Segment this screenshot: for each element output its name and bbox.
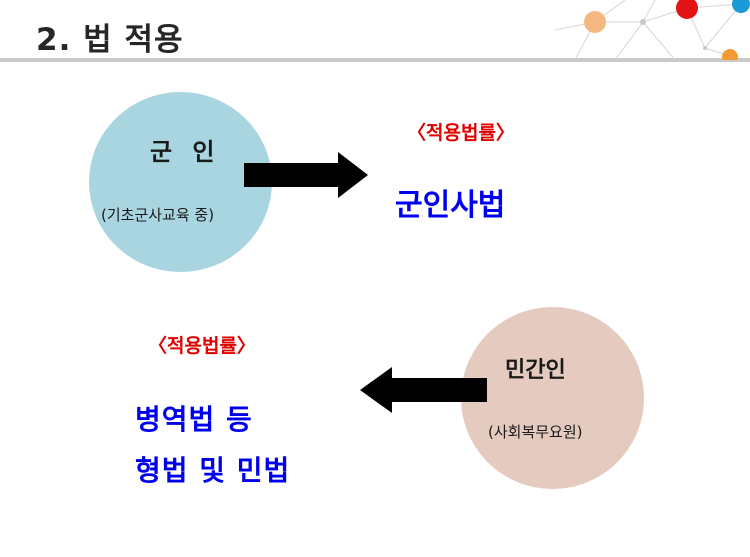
civilian-law-line-2: 형법 및 민법 [135,454,291,487]
arrow-left-icon [360,367,487,413]
military-sublabel: (기초군사교육 중) [101,206,215,224]
military-label: 군 인 [150,138,221,166]
civilian-sublabel: (사회복무요원) [488,423,583,441]
network-decoration-icon [555,0,750,60]
civilian-law-line-1: 병역법 등 [135,403,253,436]
arrow-right-icon [244,152,368,198]
military-law: 군인사법 [395,188,506,223]
slide-title: 2. 법 적용 [36,22,184,58]
title-divider [0,58,750,62]
civilian-circle [461,307,644,489]
civilian-law-label: 〈적용법률〉 [148,335,256,357]
civilian-label: 민간인 [505,358,566,383]
military-circle [89,92,272,272]
military-law-label: 〈적용법률〉 [407,122,515,144]
